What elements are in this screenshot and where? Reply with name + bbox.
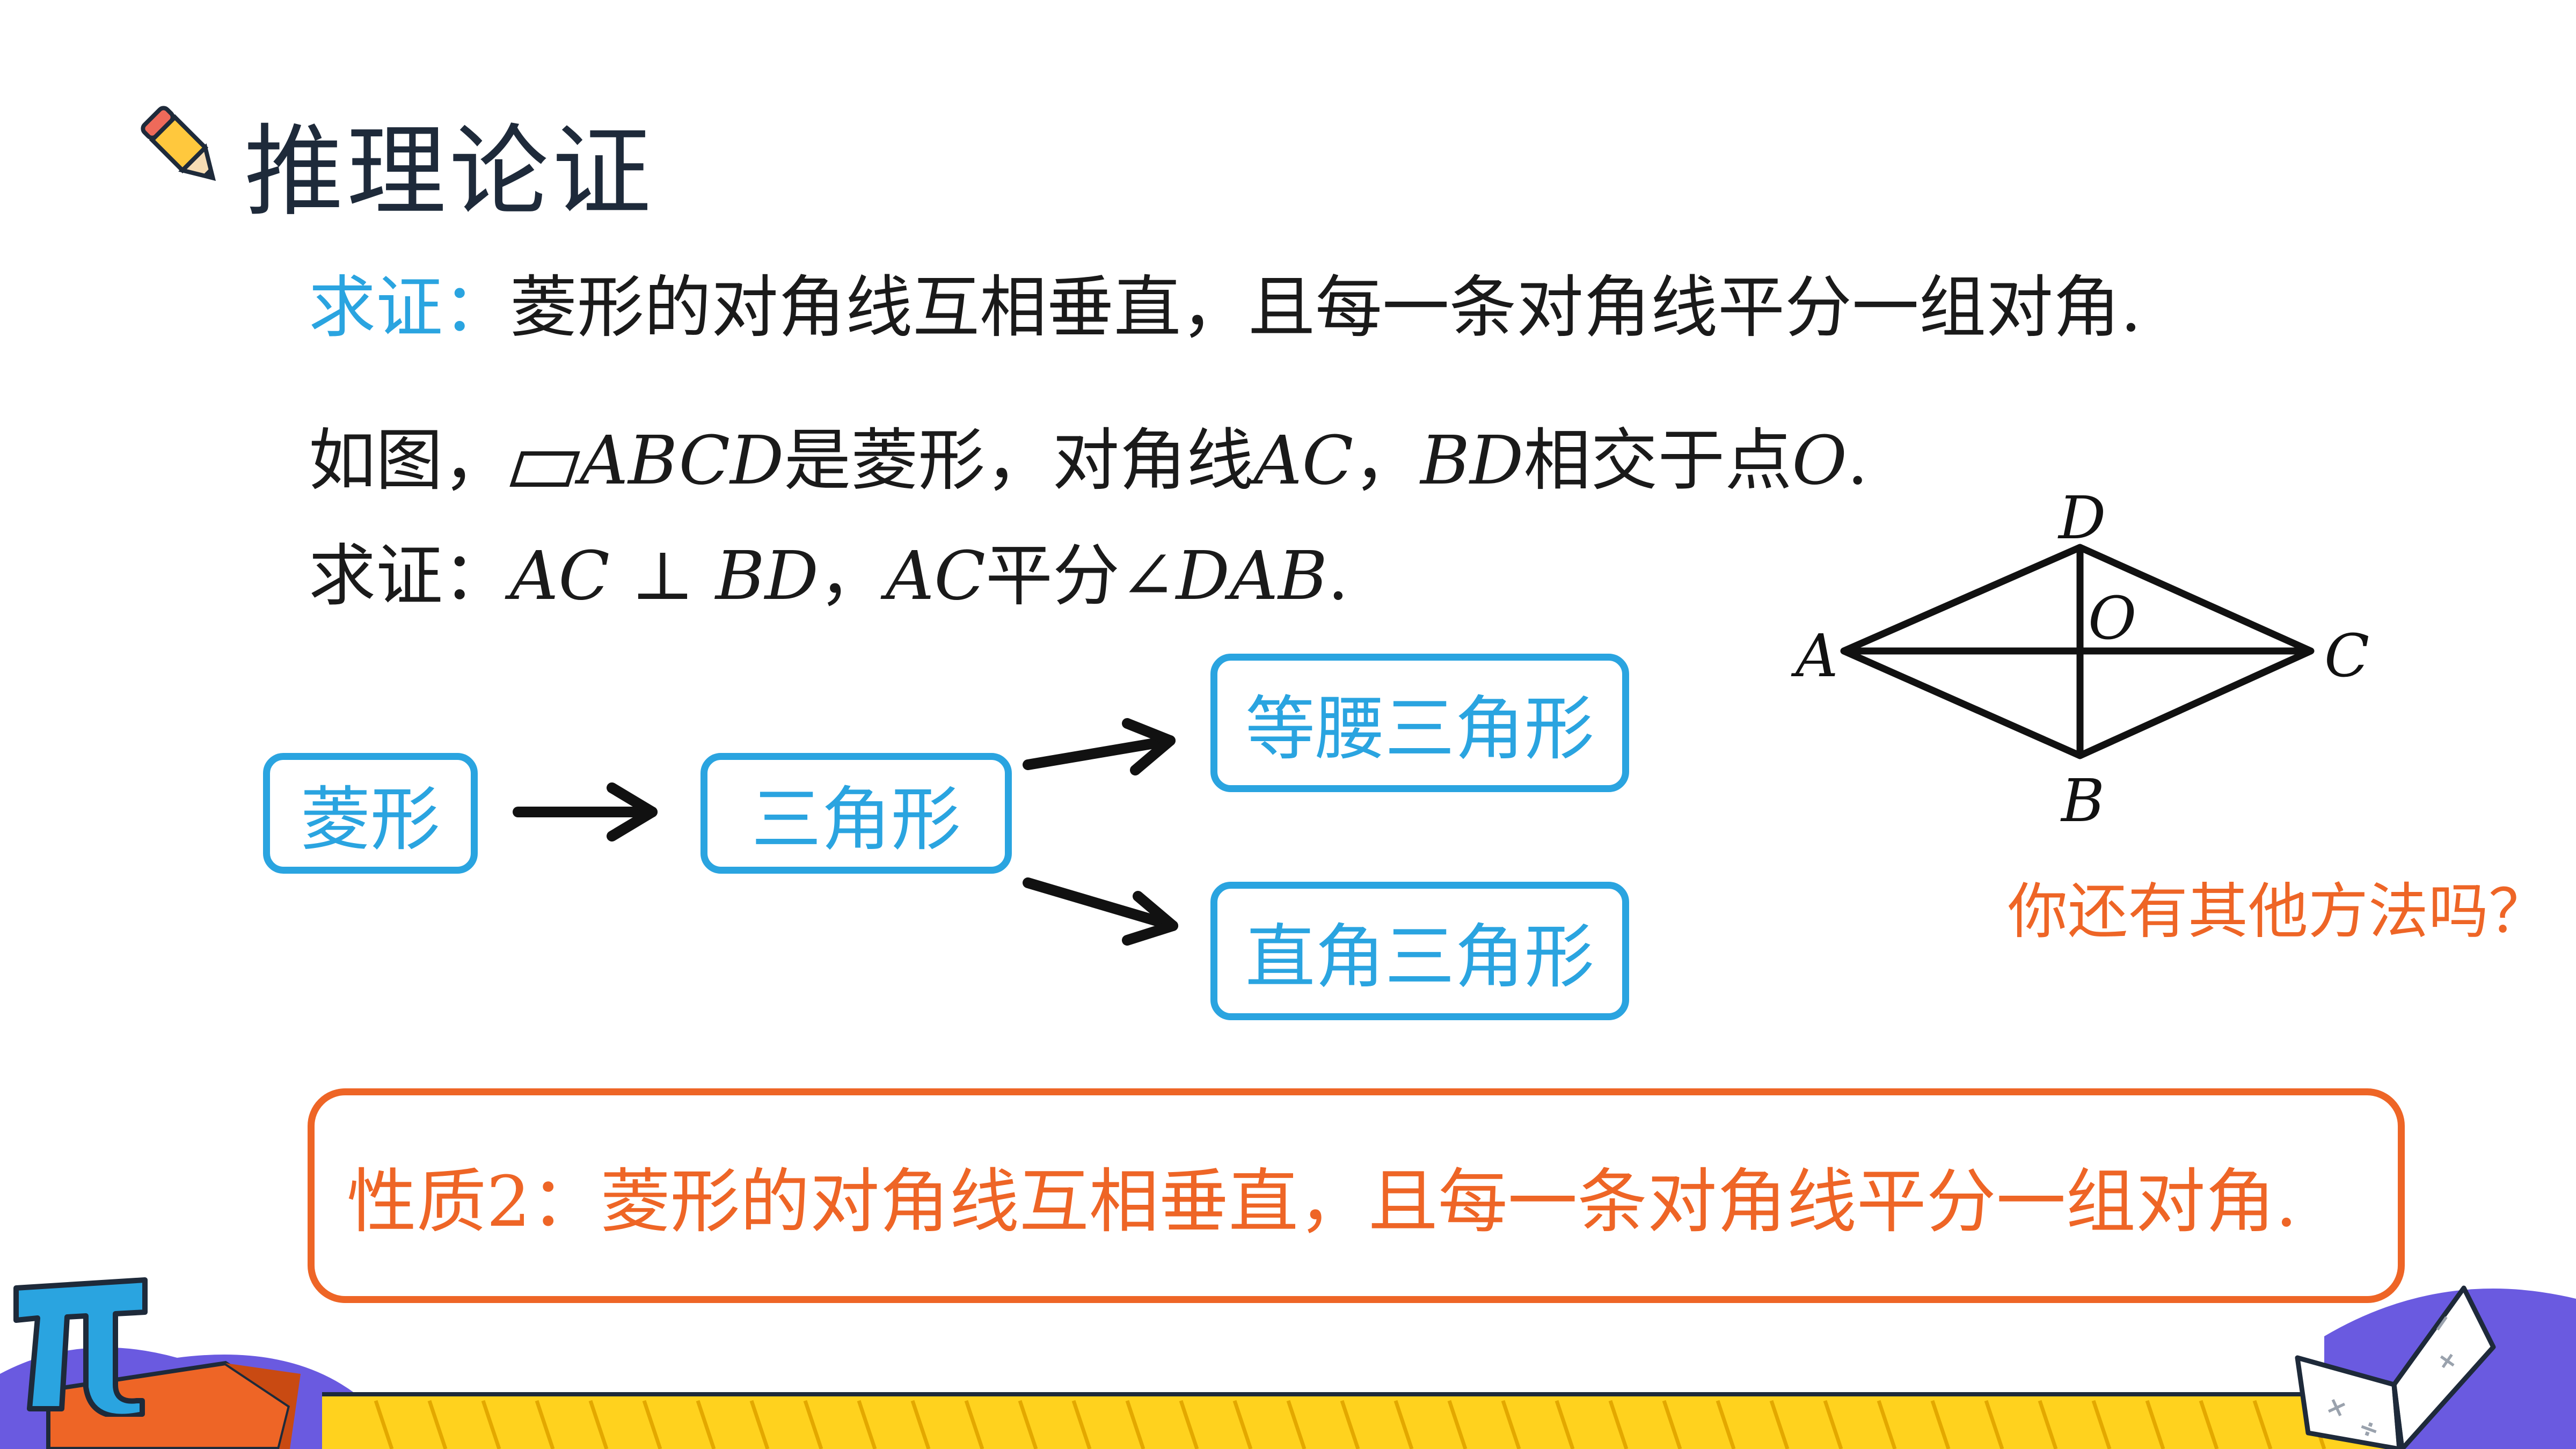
- pencil-icon: [141, 106, 216, 181]
- prove-sep: ，: [819, 537, 886, 615]
- given-text-3: 相交于点: [1523, 422, 1792, 500]
- pi-icon: [13, 1277, 148, 1417]
- diagonal-bd: BD: [1420, 422, 1524, 500]
- book-icon: × ÷ − +: [2295, 1285, 2496, 1449]
- label-d: D: [2057, 484, 2106, 552]
- arrow-3-line: [1023, 877, 1178, 931]
- given-text-1: 如图，: [309, 422, 510, 500]
- arrow-2-line: [1023, 735, 1176, 770]
- theorem-line: 求证：菱形的对角线互相垂直，且每一条对角线平分一组对角.: [309, 271, 2142, 345]
- given-sep: ，: [1353, 422, 1421, 500]
- arrow-2-head: [1122, 718, 1176, 775]
- angle-dab: DAB: [1176, 537, 1328, 615]
- bottom-decoration: [0, 1289, 2576, 1449]
- given-text-2: 是菱形，对角线: [784, 422, 1254, 500]
- property-text: 性质2：菱形的对角线互相垂直，且每一条对角线平分一组对角.: [347, 1161, 2298, 1242]
- prove-prefix: 求证：: [309, 537, 510, 615]
- theorem-prefix: 求证：: [309, 269, 510, 347]
- prove-line: 求证：AC ⊥ BD，AC平分∠DAB.: [309, 539, 1349, 613]
- perpendicular-expr: AC ⊥ BD: [510, 537, 819, 615]
- flow-box-right: 直角三角形: [1210, 882, 1629, 1020]
- question-text: 你还有其他方法吗？: [2008, 877, 2549, 947]
- flow-box-isosceles: 等腰三角形: [1210, 654, 1629, 792]
- theorem-text: 菱形的对角线互相垂直，且每一条对角线平分一组对角.: [510, 269, 2142, 347]
- arrow-3-head: [1122, 891, 1178, 946]
- label-b: B: [2060, 766, 2105, 835]
- given-line: 如图， ABCD是菱形，对角线AC，BD相交于点O.: [309, 424, 1869, 498]
- label-c: C: [2324, 621, 2369, 690]
- given-end: .: [1847, 422, 1869, 500]
- page-title: 推理论证: [244, 114, 654, 230]
- label-o: O: [2088, 584, 2136, 653]
- prove-end: .: [1327, 537, 1349, 615]
- flow-box-rhombus: 菱形: [263, 753, 478, 874]
- flow-box-triangle: 三角形: [700, 753, 1012, 874]
- point-o: O: [1792, 422, 1847, 500]
- diagonal-ac: AC: [1253, 422, 1354, 500]
- label-a: A: [1791, 621, 1838, 690]
- arrow-1-head: [607, 782, 658, 841]
- property-box: 性质2：菱形的对角线互相垂直，且每一条对角线平分一组对角.: [308, 1088, 2405, 1303]
- prove-diagonal: AC: [886, 537, 986, 615]
- prove-mid: 平分∠: [985, 537, 1176, 615]
- shape-name: ABCD: [580, 422, 784, 500]
